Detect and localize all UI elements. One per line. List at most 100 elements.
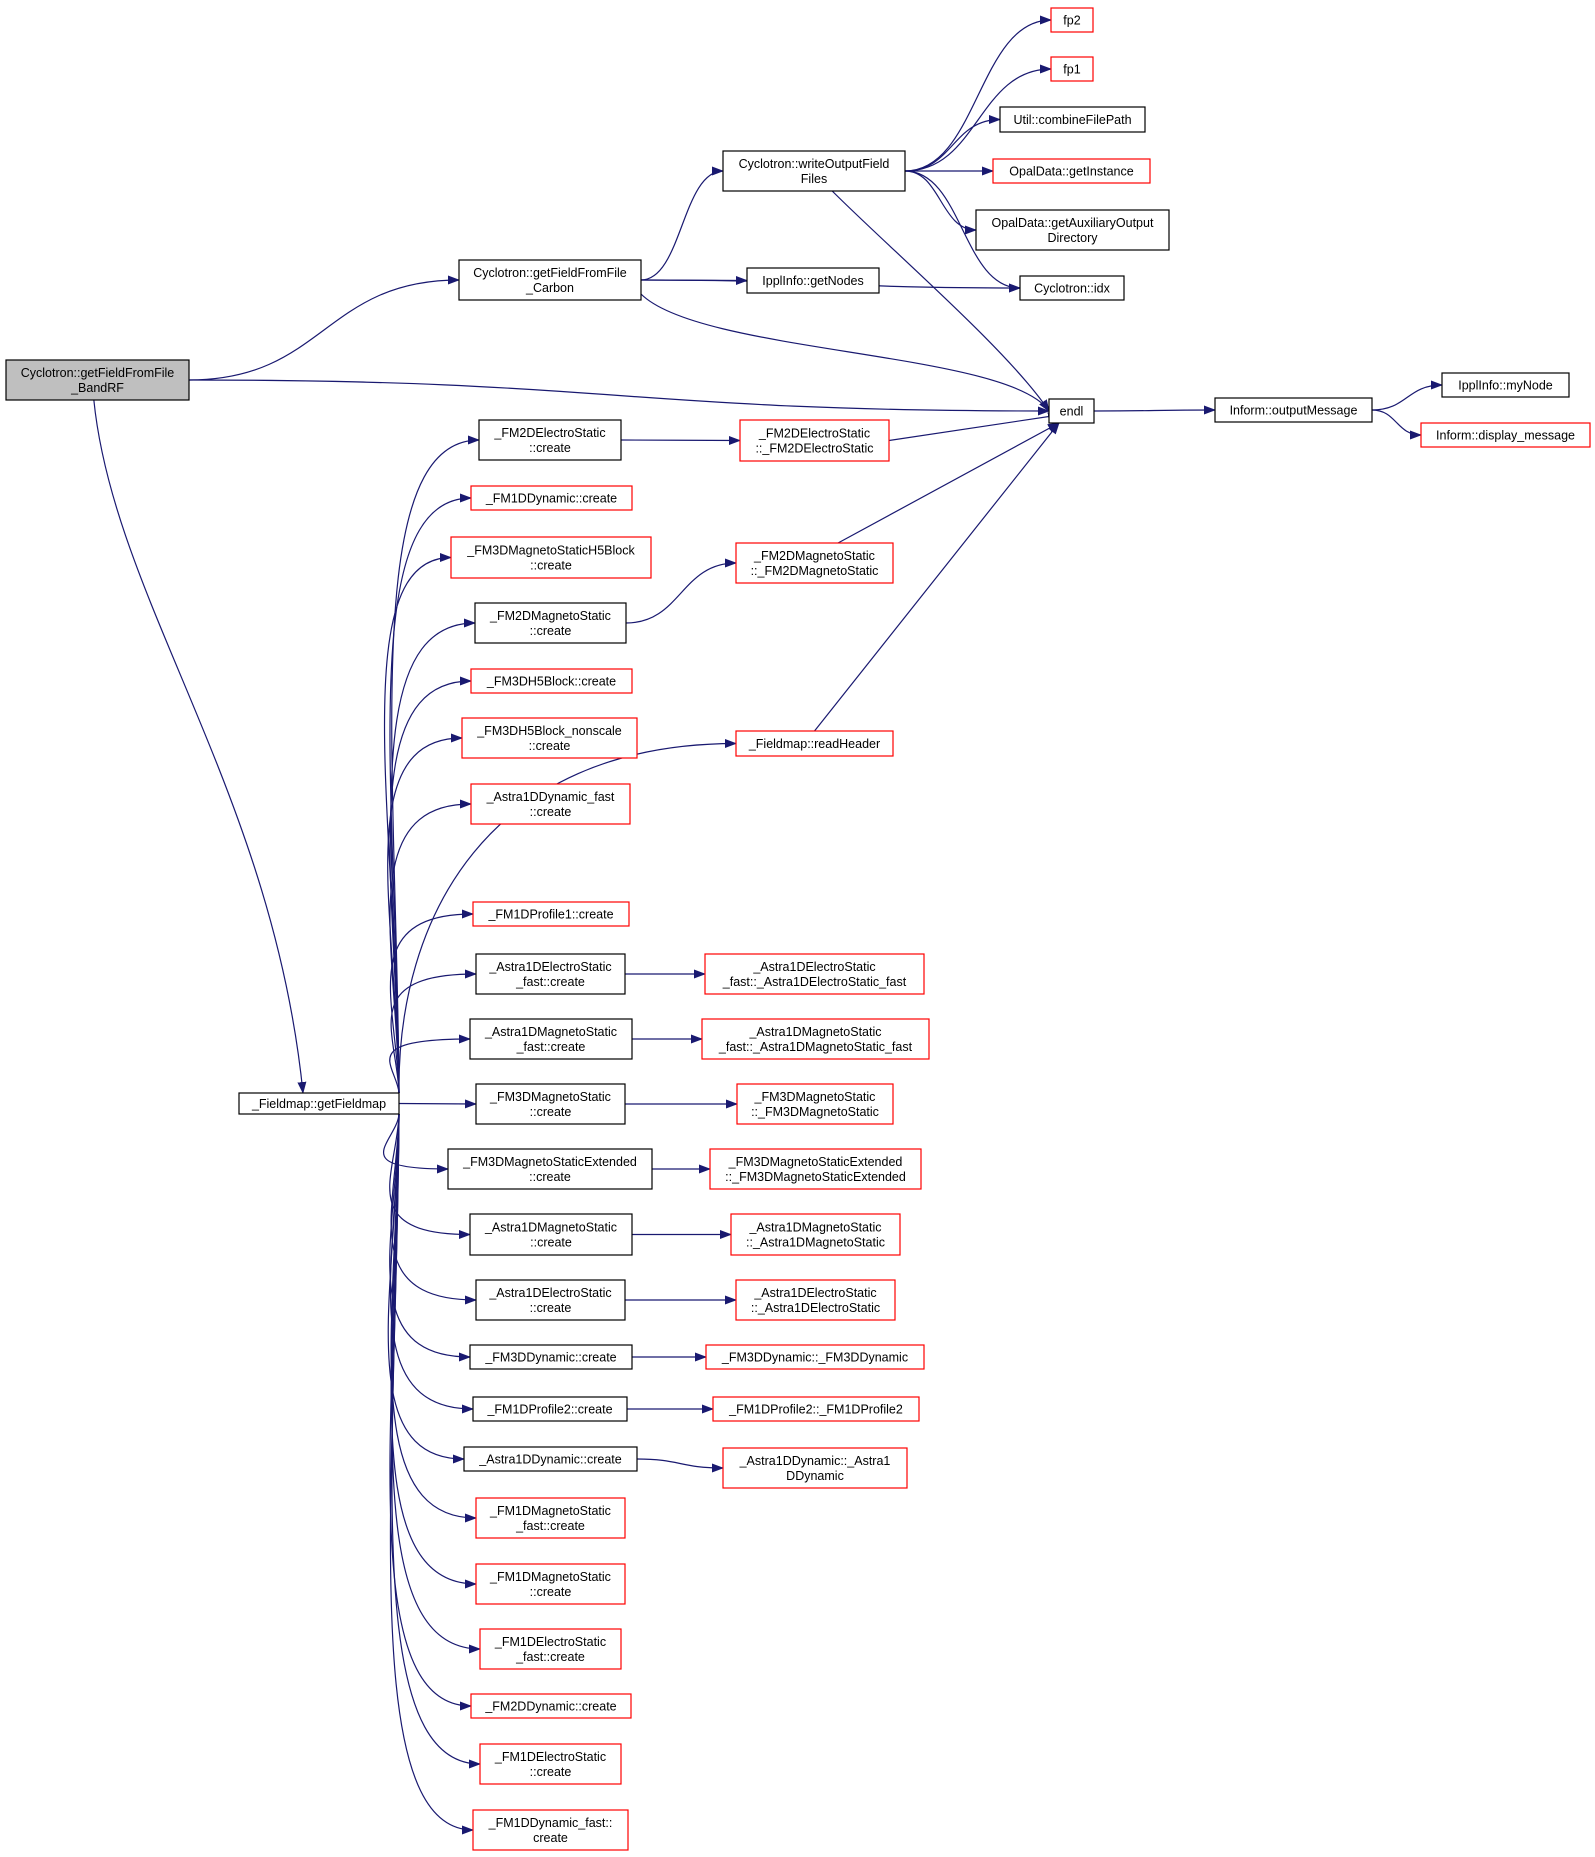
edge-getFieldmap-to-c_fm3dms — [398, 1099, 477, 1109]
node--fm1dprofile2create[interactable]: _FM1DProfile2::create — [472, 1396, 628, 1422]
node--fm1delectrostatic-fastcreate[interactable]: _FM1DElectroStatic_fast::create — [479, 1628, 622, 1670]
node--fm3dh5blockcreate[interactable]: _FM3DH5Block::create — [470, 668, 633, 694]
node-label-line: DDynamic — [786, 1469, 844, 1483]
edge-root-to-carbon — [188, 275, 460, 381]
node--fm3dmagnetostaticcreate[interactable]: _FM3DMagnetoStatic::create — [475, 1083, 626, 1125]
node--fm3dh5block-nonscalecreate[interactable]: _FM3DH5Block_nonscale::create — [461, 717, 638, 759]
node--astra1delectrostaticcreate[interactable]: _Astra1DElectroStatic::create — [475, 1279, 626, 1321]
node--fm2ddynamiccreate[interactable]: _FM2DDynamic::create — [470, 1693, 632, 1719]
node-label-line: Inform::display_message — [1436, 429, 1575, 443]
node--astra1ddynamiccreate[interactable]: _Astra1DDynamic::create — [463, 1446, 638, 1472]
edge-getFieldmap-to-c_fm1des — [391, 1113, 481, 1769]
node-box — [470, 668, 633, 694]
node--astra1dmagnetostaticcreate[interactable]: _Astra1DMagnetoStatic::create — [469, 1213, 633, 1256]
node-ipplinfomynode[interactable]: IpplInfo::myNode — [1441, 372, 1570, 398]
node-box — [470, 783, 631, 825]
node-label-line: Directory — [1047, 231, 1098, 245]
node-label-line: IpplInfo::myNode — [1458, 379, 1553, 393]
node--fm3dmagnetostatic-fm3dmagnetostatic[interactable]: _FM3DMagnetoStatic::_FM3DMagnetoStatic — [736, 1083, 894, 1125]
node--fm1dprofile2-fm1dprofile2[interactable]: _FM1DProfile2::_FM1DProfile2 — [712, 1396, 920, 1422]
node-ipplinfogetnodes[interactable]: IpplInfo::getNodes — [746, 267, 880, 294]
node--fm3dmagnetostatich5blockcreate[interactable]: _FM3DMagnetoStaticH5Block::create — [450, 536, 652, 579]
edge-getFieldmap-to-c_a1dmsf — [389, 1034, 471, 1094]
node-label-line: ::_FM3DMagnetoStatic — [751, 1105, 879, 1119]
node-opaldatagetinstance[interactable]: OpalData::getInstance — [992, 158, 1151, 184]
edge-layer — [93, 15, 1443, 1835]
node-label-line: _FM3DMagnetoStaticH5Block — [466, 544, 635, 558]
node-fp2[interactable]: fp2 — [1050, 7, 1094, 33]
node--astra1dmagnetostatic-fastcreate[interactable]: _Astra1DMagnetoStatic_fast::create — [469, 1018, 633, 1060]
node-informoutputmessage[interactable]: Inform::outputMessage — [1214, 397, 1373, 423]
node-label-line: _Fieldmap::readHeader — [748, 737, 880, 751]
edge-getFieldmap-to-c_fm3dh5ns — [387, 733, 463, 1094]
node--fm1delectrostaticcreate[interactable]: _FM1DElectroStatic::create — [479, 1743, 622, 1785]
node-box — [1441, 372, 1570, 398]
node-label-line: _fast::create — [515, 1650, 585, 1664]
node-box — [1420, 422, 1591, 448]
node-label-line: ::create — [529, 739, 571, 753]
node-label-line: _Astra1DMagnetoStatic — [484, 1025, 617, 1039]
node-box — [447, 1148, 653, 1190]
node-label-line: _FM1DMagnetoStatic — [489, 1504, 611, 1518]
node-box — [475, 1563, 626, 1605]
node--astra1delectrostatic-fastcreate[interactable]: _Astra1DElectroStatic_fast::create — [475, 953, 626, 995]
node-box — [1214, 397, 1373, 423]
node-endl[interactable]: endl — [1048, 398, 1095, 424]
edge-c_fm2dms-to-k_fm2dms — [625, 558, 737, 624]
node--astra1ddynamic-fastcreate[interactable]: _Astra1DDynamic_fast::create — [470, 783, 631, 825]
node--fm3dmagnetostaticextended-fm3dmagnetostaticextended[interactable]: _FM3DMagnetoStaticExtended::_FM3DMagneto… — [709, 1148, 922, 1190]
node-label-line: IpplInfo::getNodes — [762, 274, 863, 288]
edge-k_fm2des-to-endl — [888, 412, 1060, 442]
edge-outputMessage-to-myNode — [1371, 380, 1443, 411]
node--fm3ddynamic-fm3ddynamic[interactable]: _FM3DDynamic::_FM3DDynamic — [705, 1344, 925, 1370]
node-informdisplay-message[interactable]: Inform::display_message — [1420, 422, 1591, 448]
node--fm1dmagnetostaticcreate[interactable]: _FM1DMagnetoStatic::create — [475, 1563, 626, 1605]
node--astra1delectrostatic-astra1delectrostatic[interactable]: _Astra1DElectroStatic::_Astra1DElectroSt… — [735, 1279, 896, 1321]
node-label-line: ::_Astra1DMagnetoStatic — [746, 1236, 885, 1250]
node-cyclotrongetfieldfromfile-bandrf[interactable]: Cyclotron::getFieldFromFile_BandRF — [5, 359, 190, 401]
node-cyclotrongetfieldfromfile-carbon[interactable]: Cyclotron::getFieldFromFile_Carbon — [458, 259, 642, 301]
node--fm1dprofile1create[interactable]: _FM1DProfile1::create — [472, 901, 630, 927]
node--fm1ddynamiccreate[interactable]: _FM1DDynamic::create — [470, 485, 633, 511]
node-box — [470, 1693, 632, 1719]
node-box — [463, 1446, 638, 1472]
edge-getFieldmap-to-c_fm2dd — [389, 1113, 472, 1711]
node-box — [478, 419, 622, 461]
node--fm1ddynamic-fastcreate[interactable]: _FM1DDynamic_fast::create — [472, 1809, 629, 1851]
node--astra1delectrostatic-fast-astra1delectrostatic-fast[interactable]: _Astra1DElectroStatic_fast::_Astra1DElec… — [704, 953, 925, 995]
node-label-line: _FM1DElectroStatic — [494, 1635, 606, 1649]
node--fieldmapgetfieldmap[interactable]: _Fieldmap::getFieldmap — [238, 1092, 400, 1115]
node-label-line: _FM1DProfile1::create — [487, 908, 613, 922]
node--astra1dmagnetostatic-fast-astra1dmagnetostatic-fast[interactable]: _Astra1DMagnetoStatic_fast::_Astra1DMagn… — [701, 1018, 930, 1060]
node-label-line: _BandRF — [70, 381, 124, 395]
node-label-line: _FM3DDynamic::create — [484, 1351, 616, 1365]
node-label-line: endl — [1060, 405, 1084, 419]
node-label-line: ::create — [530, 1301, 572, 1315]
node--astra1dmagnetostatic-astra1dmagnetostatic[interactable]: _Astra1DMagnetoStatic::_Astra1DMagnetoSt… — [730, 1213, 901, 1256]
edge-outputMessage-to-displayMessage — [1371, 409, 1422, 440]
edge-readHeader-to-endl — [814, 422, 1060, 732]
node-cyclotronidx[interactable]: Cyclotron::idx — [1019, 275, 1125, 301]
node-label-line: fp1 — [1063, 63, 1080, 77]
node--fm2dmagnetostatic-fm2dmagnetostatic[interactable]: _FM2DMagnetoStatic::_FM2DMagnetoStatic — [735, 542, 894, 584]
node-label-line: _Astra1DElectroStatic — [753, 1286, 876, 1300]
node--fm2delectrostaticcreate[interactable]: _FM2DElectroStatic::create — [478, 419, 622, 461]
node-label-line: _fast::create — [515, 1519, 585, 1533]
node-label-line: _FM3DDynamic::_FM3DDynamic — [721, 1351, 908, 1365]
node--fm1dmagnetostatic-fastcreate[interactable]: _FM1DMagnetoStatic_fast::create — [475, 1497, 626, 1539]
node--fm3ddynamiccreate[interactable]: _FM3DDynamic::create — [469, 1344, 633, 1370]
edge-getFieldmap-to-c_fm1dp1 — [389, 909, 474, 1094]
node-box — [461, 717, 638, 759]
node--fm3dmagnetostaticextendedcreate[interactable]: _FM3DMagnetoStaticExtended::create — [447, 1148, 653, 1190]
node-fp1[interactable]: fp1 — [1050, 56, 1094, 82]
node-box — [722, 150, 906, 192]
node--fm2dmagnetostaticcreate[interactable]: _FM2DMagnetoStatic::create — [474, 602, 627, 644]
node--astra1ddynamic-astra1ddynamic[interactable]: _Astra1DDynamic::_Astra1DDynamic — [722, 1447, 908, 1489]
node-box — [470, 485, 633, 511]
node-label-line: _Astra1DMagnetoStatic — [748, 1221, 881, 1235]
node--fieldmapreadheader[interactable]: _Fieldmap::readHeader — [735, 730, 894, 757]
node--fm2delectrostatic-fm2delectrostatic[interactable]: _FM2DElectroStatic::_FM2DElectroStatic — [739, 419, 890, 462]
node-utilcombinefilepath[interactable]: Util::combineFilePath — [999, 106, 1146, 133]
